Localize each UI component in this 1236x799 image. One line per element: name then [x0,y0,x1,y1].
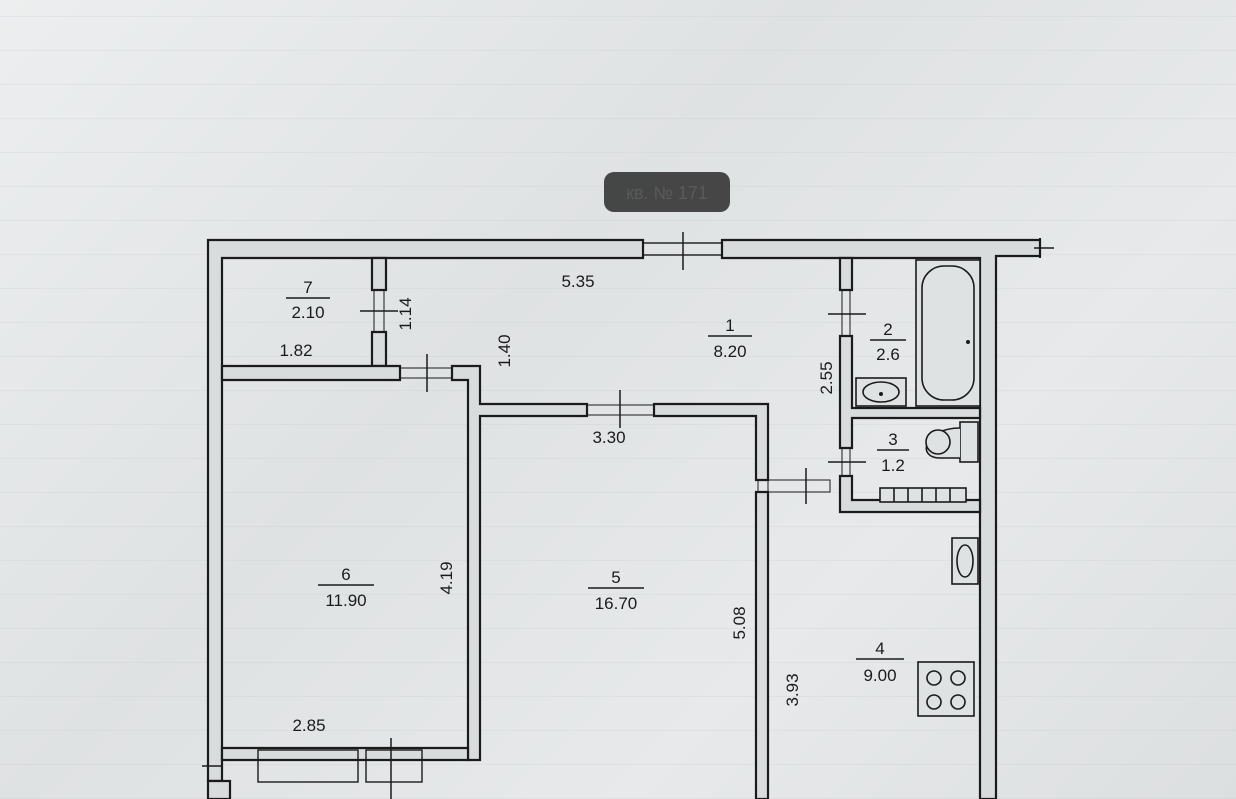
room-area-2: 2.6 [876,345,900,364]
dim-corridor-depth: 1.40 [495,334,514,367]
room-label-7: 7 2.10 [286,278,330,322]
room-number-5: 5 [611,568,620,587]
dim-kitchen-depth: 3.93 [783,673,802,706]
room-area-3: 1.2 [881,456,905,475]
dim-bath-depth: 2.55 [817,361,836,394]
room-number-1: 1 [725,316,734,335]
apartment-label: кв. № 171 [626,183,708,203]
radiator-icon [879,487,967,503]
room-label-6: 6 11.90 [318,565,374,610]
room-area-4: 9.00 [863,666,896,685]
room-number-4: 4 [875,639,884,658]
dim-room5-depth: 5.08 [730,606,749,639]
room-number-7: 7 [303,278,312,297]
room-number-2: 2 [883,320,892,339]
dim-corridor-length: 5.35 [561,272,594,291]
room-label-5: 5 16.70 [588,568,644,613]
room-area-5: 16.70 [595,594,638,613]
room-number-3: 3 [888,430,897,449]
dim-closet-width: 1.82 [279,341,312,360]
dim-closet-depth: 1.14 [396,297,415,330]
room-label-2: 2 2.6 [870,320,906,364]
apartment-label-badge: кв. № 171 [604,172,730,212]
interior-walls [202,256,982,799]
room-label-4: 4 9.00 [856,639,904,685]
kitchen-sink-icon [951,537,979,585]
dim-room5-width: 3.30 [592,428,625,447]
room-area-6: 11.90 [325,591,366,610]
room-number-6: 6 [341,565,350,584]
closet-walls [220,256,402,382]
room-area-7: 2.10 [291,303,324,322]
dim-room6-depth: 4.19 [437,561,456,594]
stove-icon [917,661,975,717]
room-area-1: 8.20 [713,342,746,361]
room-label-3: 3 1.2 [877,430,909,475]
washbasin-icon [855,377,907,407]
bathtub-icon [915,259,981,407]
room-label-1: 1 8.20 [708,316,752,361]
toilet-icon [925,421,979,463]
dim-room6-width: 2.85 [292,716,325,735]
